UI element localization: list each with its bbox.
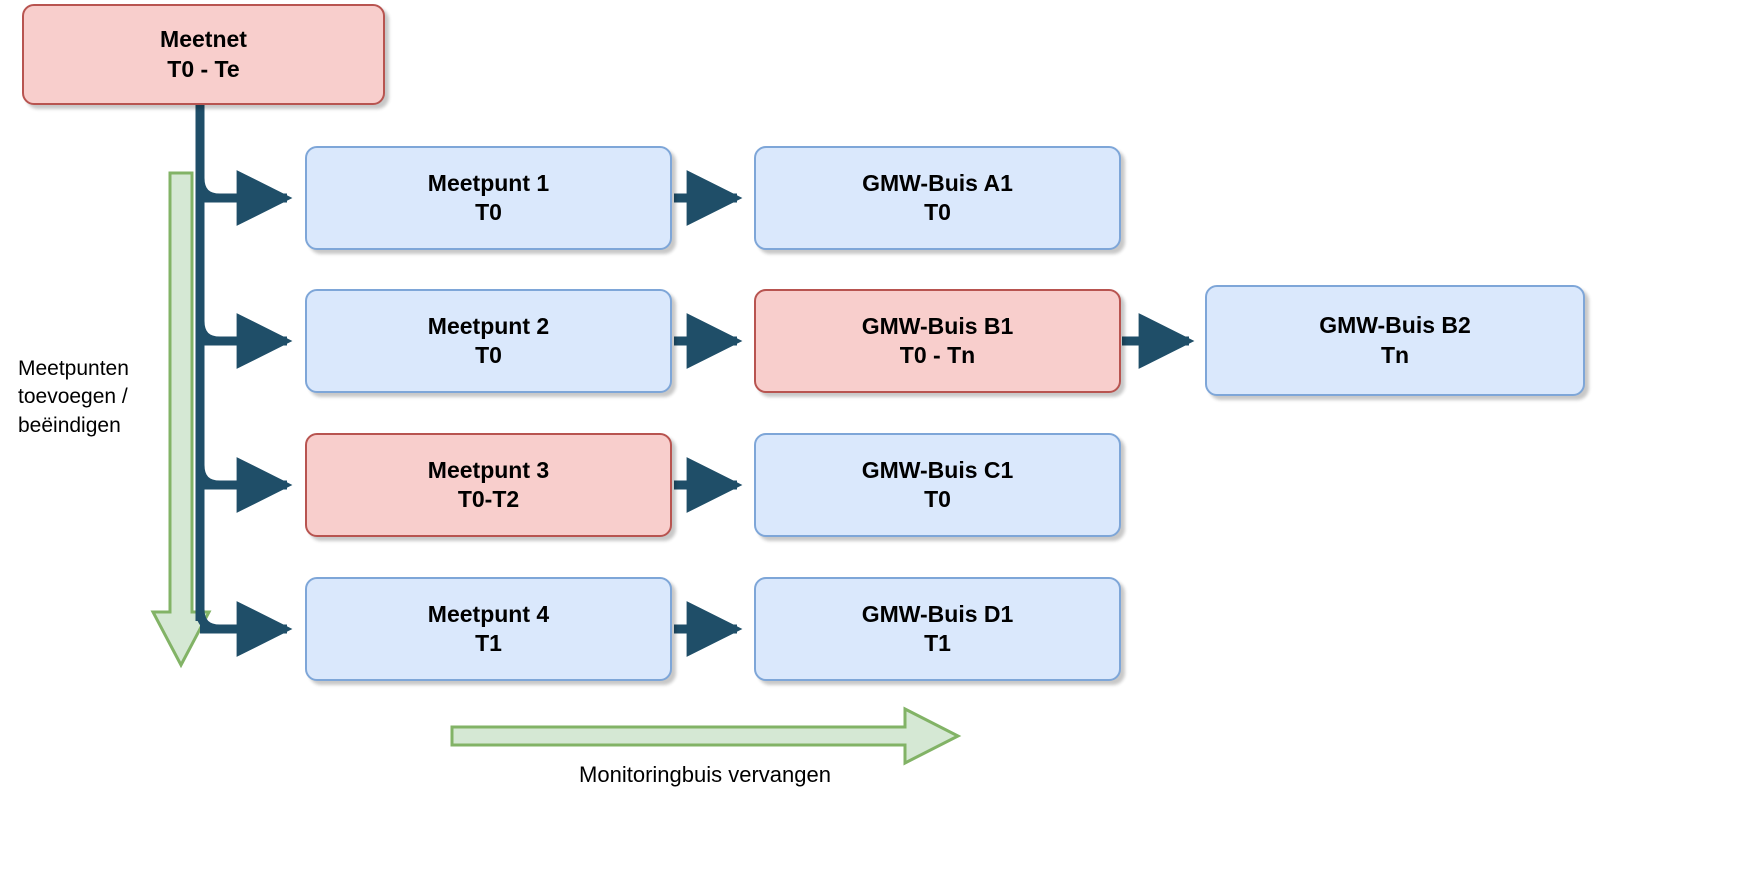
node-meetpunt-4[interactable]: Meetpunt 4 T1	[305, 577, 672, 681]
node-gmw-buis-a1-line2: T0	[924, 199, 951, 225]
node-meetpunt-1-line1: Meetpunt 1	[427, 169, 550, 196]
node-meetpunt-3-line2: T0-T2	[457, 486, 520, 512]
node-meetpunt-3-line1: Meetpunt 3	[427, 456, 550, 483]
node-gmw-buis-a1-line1: GMW-Buis A1	[862, 169, 1013, 196]
node-meetpunt-4-line2: T1	[475, 630, 502, 656]
label-monitoringbuis-vervangen: Monitoringbuis vervangen	[579, 762, 831, 787]
node-meetnet[interactable]: Meetnet T0 - Te	[22, 4, 385, 105]
green-right-arrow	[450, 706, 962, 766]
node-gmw-buis-b1-line1: GMW-Buis B1	[861, 312, 1014, 339]
node-gmw-buis-a1[interactable]: GMW-Buis A1 T0	[754, 146, 1121, 250]
node-gmw-buis-c1-line2: T0	[924, 486, 951, 512]
node-gmw-buis-b2-line1: GMW-Buis B2	[1319, 312, 1471, 339]
node-gmw-buis-d1[interactable]: GMW-Buis D1 T1	[754, 577, 1121, 681]
node-meetpunt-3[interactable]: Meetpunt 3 T0-T2	[305, 433, 672, 537]
node-gmw-buis-b2-line2: Tn	[1380, 341, 1410, 368]
node-gmw-buis-d1-line2: T1	[924, 630, 951, 656]
node-meetpunt-1-line2: T0	[475, 199, 502, 225]
green-down-arrow	[150, 171, 212, 669]
node-meetpunt-4-line1: Meetpunt 4	[427, 600, 550, 627]
node-gmw-buis-b1-line2: T0 - Tn	[899, 342, 976, 368]
node-gmw-buis-c1[interactable]: GMW-Buis C1 T0	[754, 433, 1121, 537]
node-gmw-buis-b1[interactable]: GMW-Buis B1 T0 - Tn	[754, 289, 1121, 393]
node-meetpunt-2[interactable]: Meetpunt 2 T0	[305, 289, 672, 393]
node-gmw-buis-c1-line1: GMW-Buis C1	[861, 456, 1014, 483]
label-meetpunten-toevoegen: Meetpunten toevoegen / beëindigen	[18, 357, 129, 437]
node-meetpunt-2-line1: Meetpunt 2	[427, 312, 550, 339]
node-meetnet-line2: T0 - Te	[167, 55, 240, 82]
node-meetnet-line1: Meetnet	[160, 26, 247, 53]
node-meetpunt-1[interactable]: Meetpunt 1 T0	[305, 146, 672, 250]
node-meetpunt-2-line2: T0	[475, 342, 502, 368]
node-gmw-buis-b2[interactable]: GMW-Buis B2 Tn	[1205, 285, 1585, 396]
node-gmw-buis-d1-line1: GMW-Buis D1	[861, 600, 1014, 627]
